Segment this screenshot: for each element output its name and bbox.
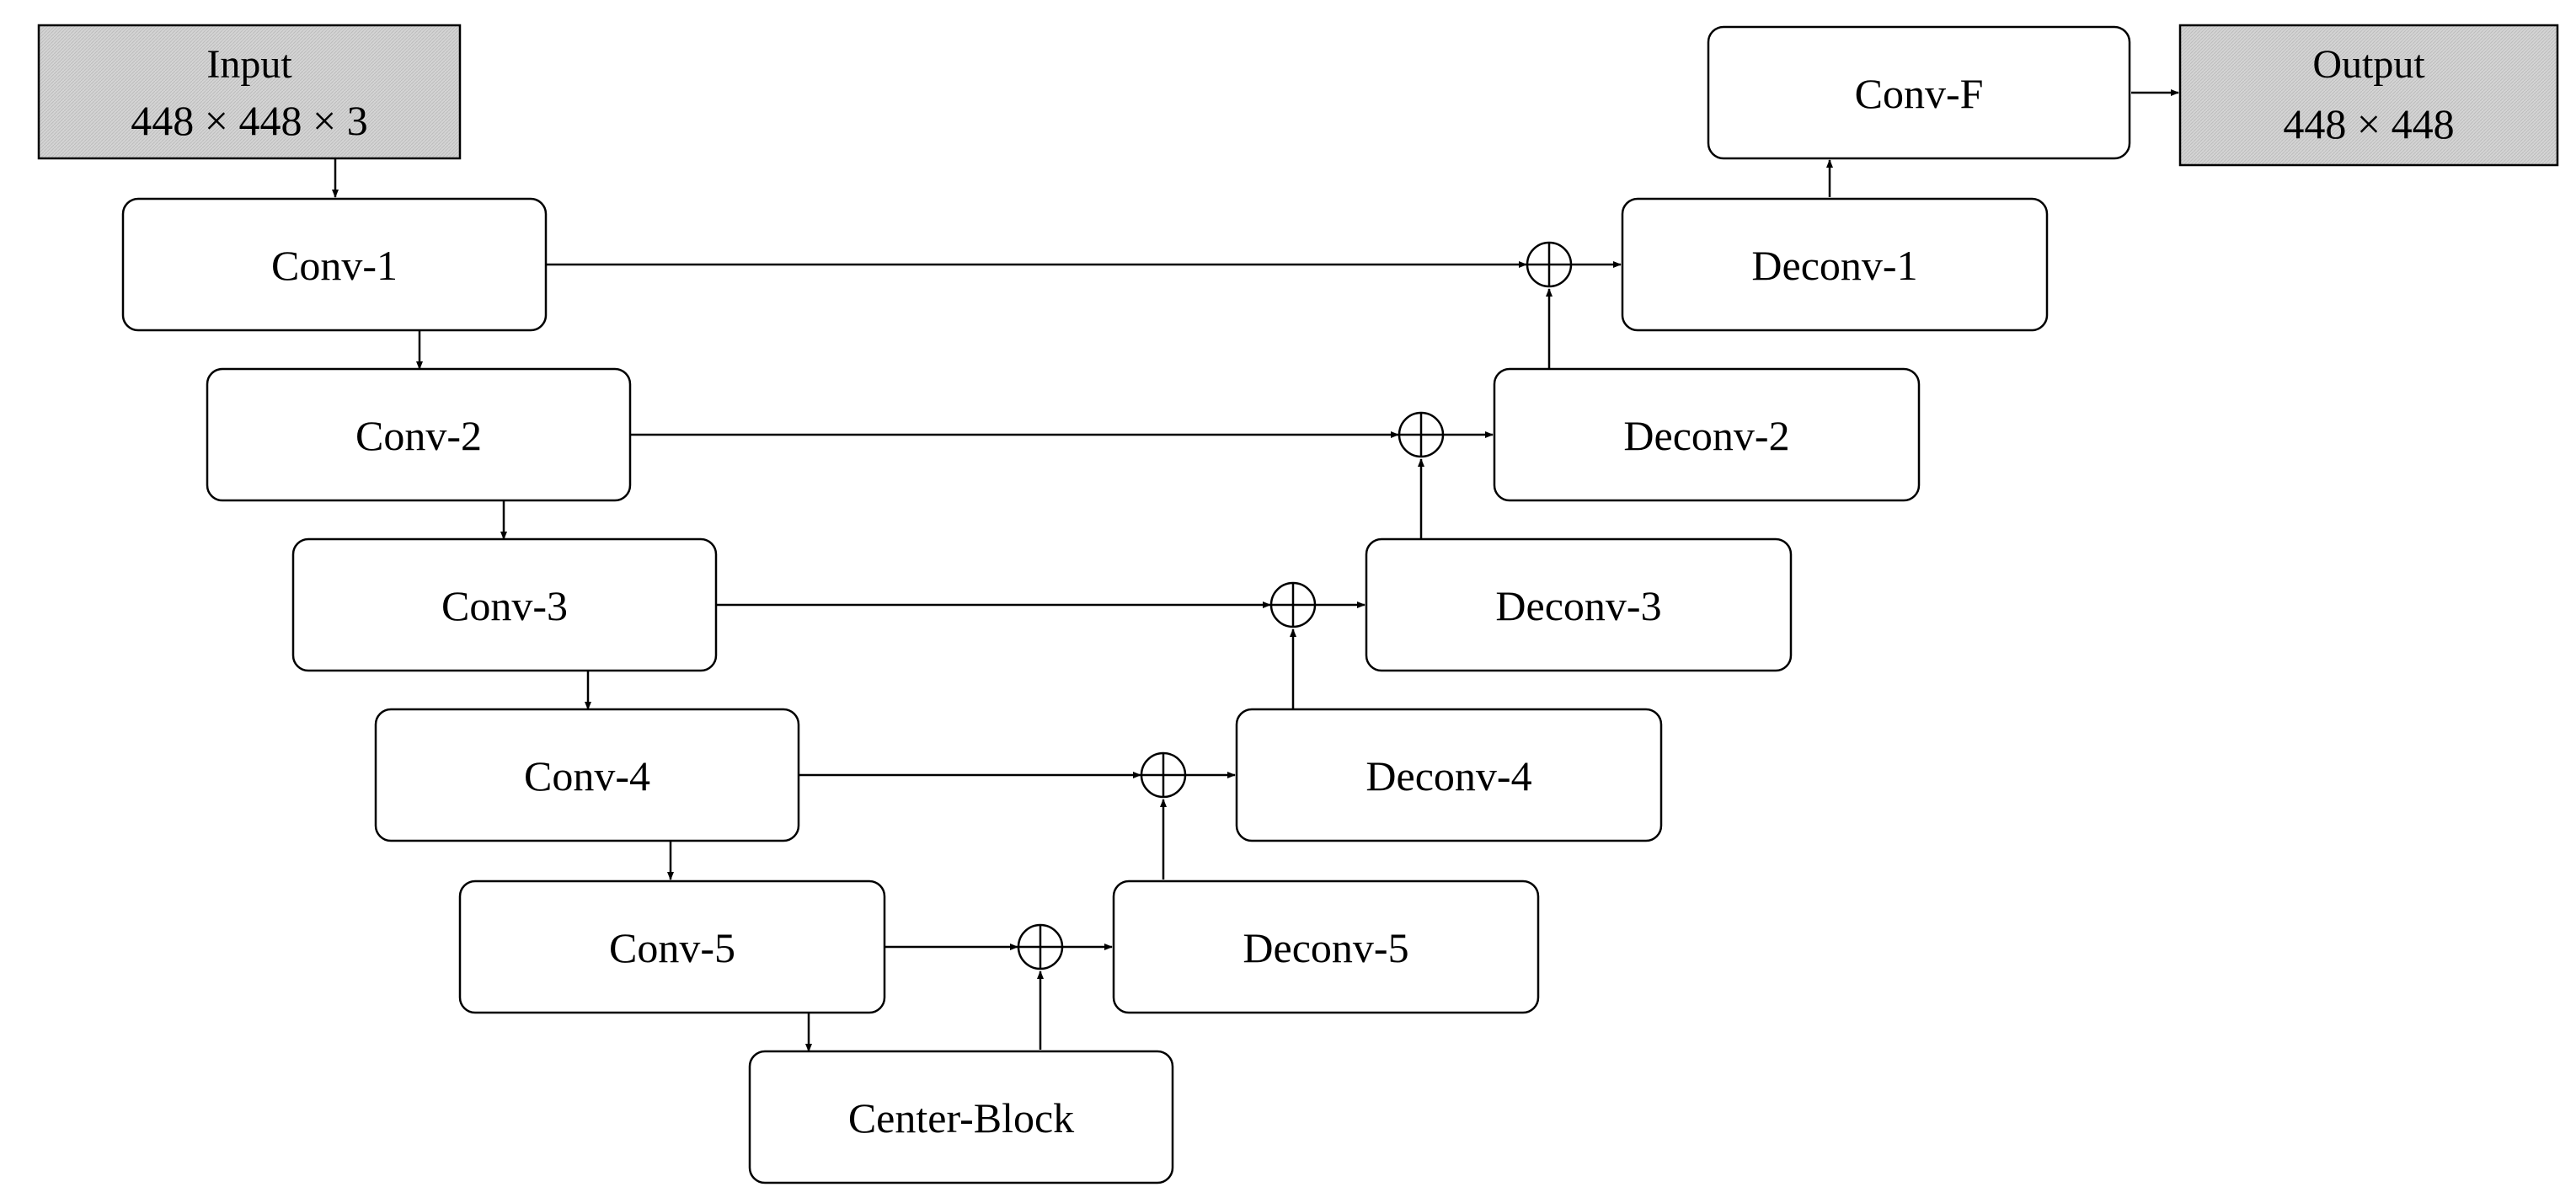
conv1-label: Conv-1	[271, 242, 398, 289]
input-dims: 448 × 448 × 3	[131, 97, 367, 144]
sum-nodes	[1017, 241, 1573, 970]
input-block: Input 448 × 448 × 3	[37, 24, 462, 160]
encoder: Conv-1 Conv-2 Conv-3 Conv-4 Conv-5	[121, 197, 886, 1014]
deconv1-label: Deconv-1	[1751, 242, 1917, 289]
conv-f-block: Conv-F	[1707, 25, 2131, 160]
conv2-block: Conv-2	[206, 367, 632, 502]
connectors	[332, 89, 2179, 1052]
deconv2-block: Deconv-2	[1493, 367, 1921, 502]
input-title: Input	[206, 42, 292, 87]
deconv4-label: Deconv-4	[1365, 752, 1531, 799]
decoder: Deconv-1 Deconv-2 Deconv-3 Deconv-4 Deco…	[1112, 197, 2049, 1014]
center-block: Center-Block	[748, 1050, 1174, 1184]
deconv1-block: Deconv-1	[1621, 197, 2049, 332]
deconv5-block: Deconv-5	[1112, 880, 1540, 1014]
deconv2-label: Deconv-2	[1623, 412, 1789, 459]
output-title: Output	[2312, 42, 2425, 87]
output-dims: 448 × 448	[2283, 100, 2454, 147]
deconv3-label: Deconv-3	[1495, 582, 1661, 629]
conv4-label: Conv-4	[524, 752, 650, 799]
deconv5-label: Deconv-5	[1243, 924, 1408, 971]
conv2-label: Conv-2	[355, 412, 482, 459]
plus-circle-icon	[1526, 241, 1573, 288]
conv5-label: Conv-5	[609, 924, 735, 971]
center-label: Center-Block	[848, 1094, 1074, 1142]
conv4-block: Conv-4	[374, 708, 800, 842]
deconv4-block: Deconv-4	[1235, 708, 1663, 842]
output-block: Output 448 × 448	[2178, 24, 2559, 167]
conv3-label: Conv-3	[441, 582, 568, 629]
plus-circle-icon	[1140, 751, 1187, 799]
plus-circle-icon	[1269, 581, 1317, 628]
conv3-block: Conv-3	[291, 537, 718, 672]
conv5-block: Conv-5	[458, 880, 886, 1014]
conv-f-label: Conv-F	[1855, 70, 1984, 117]
deconv3-block: Deconv-3	[1365, 537, 1793, 672]
plus-circle-icon	[1017, 923, 1064, 970]
plus-circle-icon	[1398, 411, 1445, 458]
conv1-block: Conv-1	[121, 197, 548, 332]
